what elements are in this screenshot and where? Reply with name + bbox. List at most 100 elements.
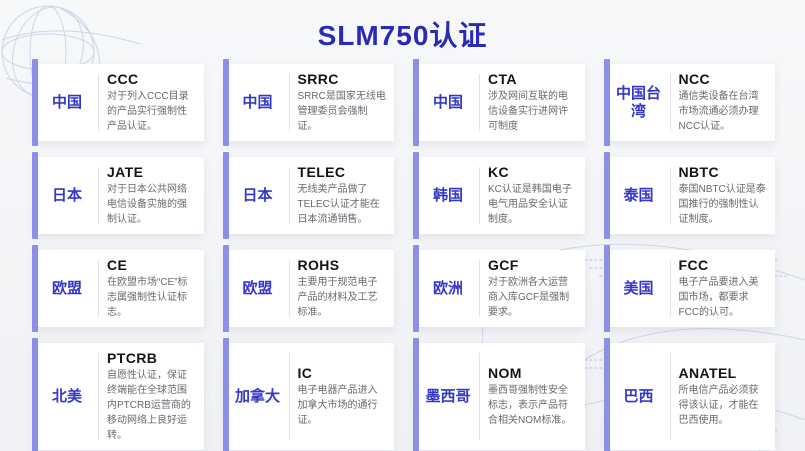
card-accent-bar — [32, 152, 38, 239]
card-accent-bar — [603, 338, 610, 451]
card-body: JATE 对于日本公共网络电信设备实施的强制认证。 — [107, 164, 196, 227]
card-accent-bar — [32, 338, 38, 451]
certification-description: 对于日本公共网络电信设备实施的强制认证。 — [107, 184, 187, 225]
card-divider — [98, 74, 99, 131]
certification-description: 无线类产品做了TELEC认证才能在日本流通销售。 — [297, 184, 380, 225]
certification-card-2: 中国 CTA 涉及网间互联的电信设备实行进网许可制度 — [413, 59, 585, 146]
card-body: CE 在欧盟市场“CE”标志属强制性认证标志。 — [107, 257, 196, 320]
card-body: FCC 电子产品要进入美国市场，都要求FCC的认可。 — [679, 257, 768, 320]
certification-description: 自愿性认证，保证终端能在全球范围内PTCRB运营商的移动网络上良好运转。 — [107, 370, 191, 441]
country-badge: 泰国 — [623, 186, 654, 204]
card-accent-bar — [222, 338, 229, 451]
card-body: CCC 对于列入CCC目录的产品实行强制性产品认证。 — [107, 71, 196, 134]
card-body: CTA 涉及网间互联的电信设备实行进网许可制度 — [488, 71, 577, 134]
country-badge: 北美 — [51, 387, 82, 405]
certification-card-6: 韩国 KC KC认证是韩国电子电气用品安全认证制度。 — [413, 152, 585, 239]
certification-card-3: 中国台湾 NCC 通信类设备在台湾市场流通必须办理NCC认证。 — [603, 59, 775, 146]
country-badge: 日本 — [51, 186, 82, 204]
certification-description: 在欧盟市场“CE”标志属强制性认证标志。 — [107, 277, 188, 318]
card-accent-bar — [222, 59, 229, 146]
certification-name: FCC — [678, 257, 709, 273]
page-title: SLM750认证 — [317, 20, 488, 51]
country-badge: 中国台湾 — [615, 85, 661, 120]
certification-name: JATE — [107, 164, 144, 180]
certification-card-8: 欧盟 CE 在欧盟市场“CE”标志属强制性认证标志。 — [32, 245, 204, 332]
certification-card-5: 日本 TELEC 无线类产品做了TELEC认证才能在日本流通销售。 — [222, 152, 394, 239]
card-body: IC 电子电器产品进入加拿大市场的通行证。 — [298, 365, 387, 428]
card-divider — [669, 74, 671, 131]
card-accent-bar — [222, 245, 229, 332]
country-badge: 中国 — [432, 93, 463, 111]
card-divider — [288, 74, 290, 131]
certification-card-0: 中国 CCC 对于列入CCC目录的产品实行强制性产品认证。 — [32, 59, 204, 146]
country-badge: 日本 — [242, 186, 273, 204]
country-badge: 欧洲 — [432, 279, 463, 297]
certification-description: 主要用于规范电子产品的材料及工艺标准。 — [297, 277, 378, 318]
card-divider — [98, 353, 99, 440]
certification-description: 对于列入CCC目录的产品实行强制性产品认证。 — [107, 91, 189, 132]
certification-description: SRRC是国家无线电管理委员会强制证。 — [297, 91, 386, 132]
card-accent-bar — [32, 245, 38, 332]
card-body: ANATEL 所电信产品必须获得该认证，才能在巴西使用。 — [679, 365, 768, 428]
certification-description: 通信类设备在台湾市场流通必须办理NCC认证。 — [678, 91, 759, 132]
card-divider — [288, 167, 290, 224]
card-body: PTCRB 自愿性认证，保证终端能在全球范围内PTCRB运营商的移动网络上良好运… — [107, 350, 196, 443]
certification-name: NOM — [488, 365, 522, 381]
card-divider — [669, 353, 671, 440]
certification-name: SRRC — [297, 71, 339, 87]
certification-card-12: 北美 PTCRB 自愿性认证，保证终端能在全球范围内PTCRB运营商的移动网络上… — [32, 338, 204, 451]
card-divider — [288, 353, 290, 440]
card-accent-bar — [413, 338, 419, 451]
card-body: GCF 对于欧洲各大运营商入库GCF是强制要求。 — [488, 257, 577, 320]
certification-name: CTA — [488, 71, 517, 87]
certification-description: 所电信产品必须获得该认证，才能在巴西使用。 — [678, 385, 759, 426]
certification-name: KC — [488, 164, 510, 180]
country-badge: 韩国 — [432, 186, 463, 204]
certification-card-13: 加拿大 IC 电子电器产品进入加拿大市场的通行证。 — [222, 338, 394, 451]
card-divider — [479, 260, 480, 317]
card-body: NBTC 泰国NBTC认证是泰国推行的强制性认证制度。 — [679, 164, 768, 227]
certification-name: CE — [107, 257, 128, 273]
certification-name: GCF — [488, 257, 519, 273]
certification-card-15: 巴西 ANATEL 所电信产品必须获得该认证，才能在巴西使用。 — [603, 338, 775, 451]
country-badge: 欧盟 — [51, 279, 82, 297]
certification-name: NBTC — [678, 164, 719, 180]
certification-name: TELEC — [297, 164, 346, 180]
certification-name: CCC — [107, 71, 139, 87]
card-accent-bar — [32, 59, 38, 146]
card-body: SRRC SRRC是国家无线电管理委员会强制证。 — [298, 71, 387, 134]
certification-card-4: 日本 JATE 对于日本公共网络电信设备实施的强制认证。 — [32, 152, 204, 239]
card-divider — [98, 167, 99, 224]
card-divider — [479, 353, 480, 440]
certification-description: 涉及网间互联的电信设备实行进网许可制度 — [488, 91, 568, 132]
card-accent-bar — [603, 245, 610, 332]
certification-description: 电子电器产品进入加拿大市场的通行证。 — [297, 385, 378, 426]
card-divider — [479, 74, 480, 131]
country-badge: 欧盟 — [242, 279, 273, 297]
card-accent-bar — [603, 152, 610, 239]
card-accent-bar — [413, 245, 419, 332]
certification-card-1: 中国 SRRC SRRC是国家无线电管理委员会强制证。 — [222, 59, 394, 146]
card-divider — [288, 260, 290, 317]
certification-description: 对于欧洲各大运营商入库GCF是强制要求。 — [488, 277, 570, 318]
card-accent-bar — [222, 152, 229, 239]
certification-description: KC认证是韩国电子电气用品安全认证制度。 — [488, 184, 572, 225]
card-accent-bar — [413, 152, 419, 239]
certification-name: PTCRB — [107, 350, 158, 366]
card-body: NCC 通信类设备在台湾市场流通必须办理NCC认证。 — [679, 71, 768, 134]
certification-name: ANATEL — [678, 365, 737, 381]
card-divider — [479, 167, 480, 224]
card-body: TELEC 无线类产品做了TELEC认证才能在日本流通销售。 — [298, 164, 387, 227]
card-body: KC KC认证是韩国电子电气用品安全认证制度。 — [488, 164, 577, 227]
certification-card-11: 美国 FCC 电子产品要进入美国市场，都要求FCC的认可。 — [603, 245, 775, 332]
certification-name: ROHS — [297, 257, 340, 273]
certification-card-9: 欧盟 ROHS 主要用于规范电子产品的材料及工艺标准。 — [222, 245, 394, 332]
certification-card-10: 欧洲 GCF 对于欧洲各大运营商入库GCF是强制要求。 — [413, 245, 585, 332]
country-badge: 加拿大 — [234, 387, 280, 405]
card-body: NOM 墨西哥强制性安全标志，表示产品符合相关NOM标准。 — [488, 365, 577, 428]
card-body: ROHS 主要用于规范电子产品的材料及工艺标准。 — [298, 257, 387, 320]
card-divider — [669, 167, 671, 224]
certification-description: 电子产品要进入美国市场，都要求FCC的认可。 — [678, 277, 759, 318]
card-divider — [669, 260, 671, 317]
